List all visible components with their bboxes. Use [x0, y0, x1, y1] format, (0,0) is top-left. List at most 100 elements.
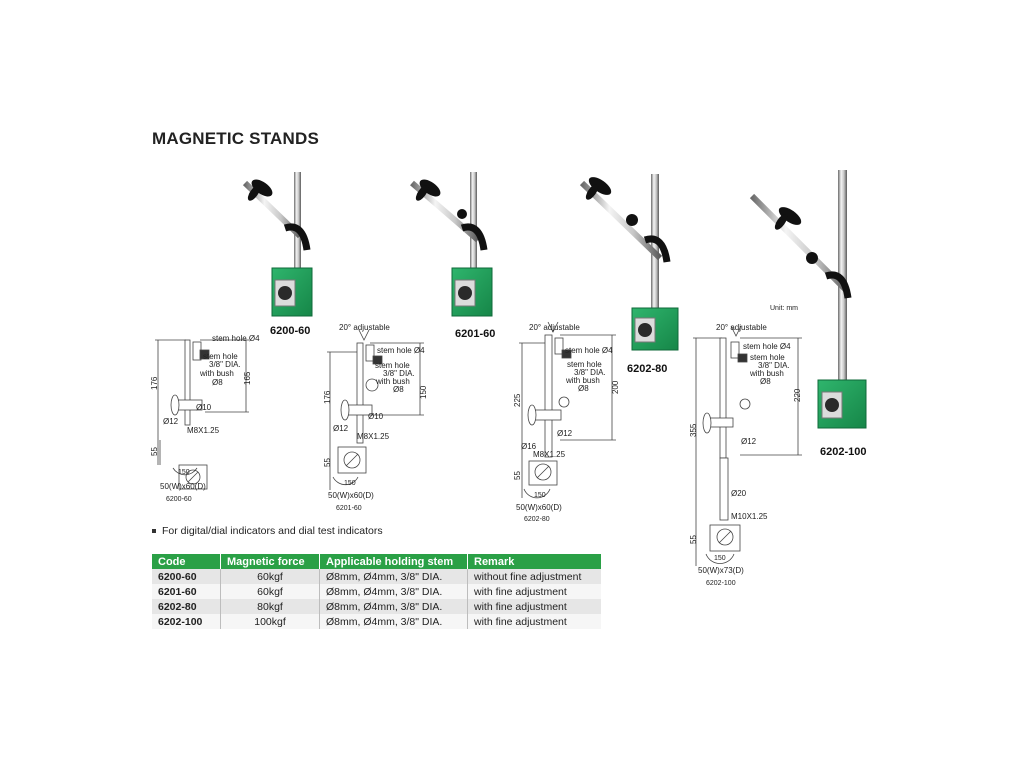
- cell-stem: Ø8mm, Ø4mm, 3/8" DIA.: [319, 614, 468, 629]
- d4-stem-hole: stem hole Ø4: [743, 342, 791, 351]
- d2-bush: with bush: [375, 377, 410, 386]
- cell-remark: with fine adjustment: [467, 614, 601, 629]
- d2-h176: 176: [323, 390, 332, 404]
- d1-h55: 55: [150, 447, 159, 456]
- header-remark: Remark: [467, 554, 601, 569]
- d2-dia: 3/8" DIA.: [383, 369, 415, 378]
- cell-force: 60kgf: [220, 569, 320, 584]
- cell-stem: Ø8mm, Ø4mm, 3/8" DIA.: [319, 569, 468, 584]
- d2-base: 50(W)x60(D): [328, 491, 374, 500]
- d3-h200: 200: [611, 380, 620, 394]
- d3-h55: 55: [513, 471, 522, 480]
- cell-force: 80kgf: [220, 599, 320, 614]
- d3-h225: 225: [513, 393, 522, 407]
- d4-code: 6202-100: [706, 580, 736, 587]
- d3-w150: 150: [534, 492, 546, 499]
- d1-stem-hole: stem hole Ø4: [212, 334, 260, 343]
- d1-bush: with bush: [199, 369, 234, 378]
- cell-code: 6201-60: [152, 584, 221, 599]
- drawing-6202-100: [693, 325, 802, 566]
- header-holding-stem: Applicable holding stem: [319, 554, 468, 569]
- cell-code: 6200-60: [152, 569, 221, 584]
- d2-stem-hole2: stem hole: [375, 361, 410, 370]
- d4-w150: 150: [714, 555, 726, 562]
- d3-stem-hole2: stem hole: [567, 360, 602, 369]
- table-header-row: Code Magnetic force Applicable holding s…: [152, 554, 601, 569]
- d2-adjust: 20° adjustable: [339, 323, 390, 332]
- d3-adjust: 20° adjustable: [529, 323, 580, 332]
- d3-base: 50(W)x60(D): [516, 503, 562, 512]
- d3-thread: M8X1.25: [533, 450, 566, 459]
- d1-d10: Ø10: [196, 403, 212, 412]
- unit-label: Unit: mm: [770, 305, 798, 312]
- d2-code: 6201-60: [336, 505, 362, 512]
- d4-h355: 355: [689, 423, 698, 437]
- d4-d8: Ø8: [760, 377, 771, 386]
- page-title: MAGNETIC STANDS: [152, 129, 320, 148]
- d4-thread: M10X1.25: [731, 512, 768, 521]
- cell-code: 6202-80: [152, 599, 221, 614]
- model-label-6200-60: 6200-60: [270, 325, 311, 337]
- d4-bush: with bush: [749, 369, 784, 378]
- cell-force: 60kgf: [220, 584, 320, 599]
- d2-thread: M8X1.25: [357, 432, 390, 441]
- d1-d8: Ø8: [212, 378, 223, 387]
- d4-d12: Ø12: [741, 437, 757, 446]
- drawing-6200-60: [155, 339, 249, 490]
- table-row: 6202-100 100kgf Ø8mm, Ø4mm, 3/8" DIA. wi…: [152, 614, 601, 629]
- model-label-6201-60: 6201-60: [455, 328, 496, 340]
- product-photo-6201-60: [410, 172, 493, 317]
- d2-h55: 55: [323, 458, 332, 467]
- d4-base: 50(W)x73(D): [698, 566, 744, 575]
- d3-dia: 3/8" DIA.: [574, 368, 606, 377]
- spec-table: Code Magnetic force Applicable holding s…: [152, 554, 601, 629]
- d1-code: 6200-60: [166, 496, 192, 503]
- d4-h220: 220: [793, 388, 802, 402]
- header-magnetic-force: Magnetic force: [220, 554, 320, 569]
- table-row: 6200-60 60kgf Ø8mm, Ø4mm, 3/8" DIA. with…: [152, 569, 601, 584]
- d2-d12: Ø12: [333, 424, 349, 433]
- d1-h176: 176: [150, 376, 159, 390]
- drawing-6201-60: [327, 329, 424, 490]
- cell-stem: Ø8mm, Ø4mm, 3/8" DIA.: [319, 599, 468, 614]
- d2-d10: Ø10: [368, 412, 384, 421]
- product-photo-6202-80: [579, 174, 679, 351]
- cell-code: 6202-100: [152, 614, 221, 629]
- d4-adjust: 20° adjustable: [716, 323, 767, 332]
- d1-stem-hole2: stem hole: [203, 352, 238, 361]
- product-photo-6200-60: [242, 172, 313, 317]
- usage-note: For digital/dial indicators and dial tes…: [152, 525, 383, 537]
- d3-bush: with bush: [565, 376, 600, 385]
- d1-d12: Ø12: [163, 417, 179, 426]
- d1-w150: 150: [178, 469, 190, 476]
- model-label-6202-100: 6202-100: [820, 446, 867, 458]
- d4-h55: 55: [689, 535, 698, 544]
- bullet-icon: [152, 529, 156, 534]
- drawing-6202-80: [519, 321, 616, 499]
- d2-h150: 150: [419, 385, 428, 399]
- cell-force: 100kgf: [220, 614, 320, 629]
- d3-code: 6202-80: [524, 516, 550, 523]
- cell-remark: with fine adjustment: [467, 599, 601, 614]
- d4-stem-hole2: stem hole: [750, 353, 785, 362]
- d4-dia: 3/8" DIA.: [758, 361, 790, 370]
- table-row: 6201-60 60kgf Ø8mm, Ø4mm, 3/8" DIA. with…: [152, 584, 601, 599]
- cell-remark: with fine adjustment: [467, 584, 601, 599]
- d4-d20: Ø20: [731, 489, 747, 498]
- d3-d8: Ø8: [578, 384, 589, 393]
- d2-d8: Ø8: [393, 385, 404, 394]
- d3-d16: Ø16: [521, 442, 537, 451]
- header-code: Code: [152, 554, 221, 569]
- d1-thread: M8X1.25: [187, 426, 220, 435]
- cell-stem: Ø8mm, Ø4mm, 3/8" DIA.: [319, 584, 468, 599]
- d1-h165: 165: [243, 371, 252, 385]
- product-photo-6202-100: [749, 170, 867, 429]
- table-row: 6202-80 80kgf Ø8mm, Ø4mm, 3/8" DIA. with…: [152, 599, 601, 614]
- d3-stem-hole: stem hole Ø4: [565, 346, 613, 355]
- model-label-6202-80: 6202-80: [627, 363, 668, 375]
- d2-w150: 150: [344, 480, 356, 487]
- d1-dia: 3/8" DIA.: [209, 360, 241, 369]
- d1-base: 50(W)x60(D): [160, 482, 206, 491]
